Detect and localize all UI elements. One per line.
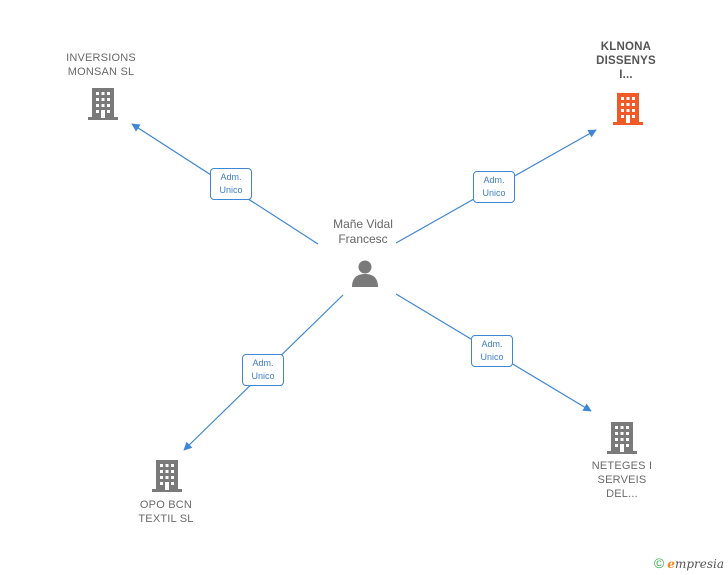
edge-label-inversions[interactable]: Adm. Unico	[210, 168, 252, 200]
person-icon[interactable]	[350, 258, 380, 288]
edge-label-neteges[interactable]: Adm. Unico	[471, 335, 513, 367]
node-label-inversions-monsan[interactable]: INVERSIONS MONSAN SL	[66, 52, 136, 78]
node-label-klnona-dissenys[interactable]: KLNONA DISSENYS I...	[596, 41, 656, 81]
building-icon[interactable]	[606, 420, 638, 454]
copyright-icon: ©	[653, 555, 665, 571]
building-icon[interactable]	[612, 91, 644, 125]
node-label-neteges-serveis[interactable]: NETEGES I SERVEIS DEL...	[591, 460, 653, 500]
brand-logo-initial: e	[667, 557, 675, 571]
edge-label-opo[interactable]: Adm. Unico	[242, 354, 284, 386]
footer-brand: ©empresia	[654, 555, 724, 571]
node-label-opo-bcn-textil[interactable]: OPO BCN TEXTIL SL	[138, 499, 194, 525]
center-person-label[interactable]: Mañe Vidal Francesc	[333, 217, 393, 246]
edge-label-klnona[interactable]: Adm. Unico	[473, 171, 515, 203]
building-icon[interactable]	[151, 458, 183, 492]
brand-logo-text: mpresia	[674, 557, 724, 571]
building-icon[interactable]	[87, 86, 119, 120]
